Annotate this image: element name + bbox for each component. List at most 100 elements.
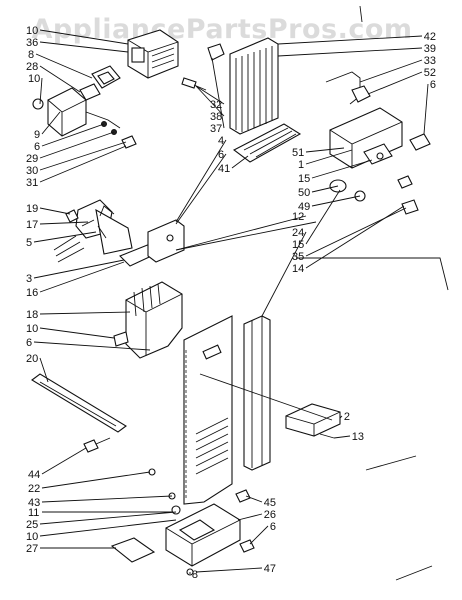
callout-left-19: 44 (28, 469, 40, 481)
leader-center-5 (231, 155, 249, 169)
leader-left-8 (39, 141, 127, 171)
callout-center-3: 4 (218, 135, 224, 147)
callout-right-2: 33 (424, 55, 436, 67)
trim-strip (31, 373, 127, 433)
callout-left-18: 20 (26, 353, 38, 365)
leader-right-3 (367, 71, 423, 95)
control-housing (127, 29, 179, 79)
callout-right-10: 47 (264, 563, 276, 575)
callout-left-16: 10 (26, 323, 38, 335)
callout-right-9: 6 (270, 521, 276, 533)
leader-center-11 (305, 147, 345, 153)
callout-left-7: 29 (26, 153, 38, 165)
leader-left-4 (39, 77, 43, 105)
leader-right-6 (333, 435, 351, 439)
leader-center-14 (311, 185, 339, 193)
leader-right-2 (359, 59, 423, 83)
callout-right-0: 42 (424, 31, 436, 43)
callout-left-20: 22 (28, 483, 40, 495)
fastener (235, 489, 251, 503)
leader-right-9 (249, 525, 269, 545)
leader-right-7 (245, 495, 263, 503)
leader-left-6 (41, 123, 105, 147)
leader-left-16 (39, 327, 115, 339)
callout-right-5: 2 (344, 411, 350, 423)
callout-left-5: 9 (34, 129, 40, 141)
leader-center-9 (305, 207, 407, 257)
leader-center-1 (195, 85, 225, 117)
callout-left-12: 5 (26, 237, 32, 249)
base-tray (165, 503, 241, 567)
reference-lines (175, 5, 449, 581)
leader-left-20 (41, 471, 151, 489)
callout-center-7: 24 (292, 227, 304, 239)
leader-right-0 (277, 35, 423, 45)
leader-left-12 (33, 231, 97, 243)
callout-left-10: 19 (26, 203, 38, 215)
back-panel (183, 315, 233, 505)
callout-center-4: 6 (218, 149, 224, 161)
callout-left-22: 11 (28, 507, 39, 519)
callout-right-11: 8 (192, 569, 198, 581)
leader-left-7 (39, 131, 115, 159)
callout-center-14: 50 (298, 187, 310, 199)
leader-right-10 (195, 567, 263, 573)
plate (79, 83, 101, 101)
callout-left-2: 8 (28, 49, 34, 61)
bracket (401, 199, 419, 215)
leader-center-10 (305, 205, 405, 269)
leader-right-8 (237, 513, 263, 521)
leader-center-13 (311, 159, 373, 179)
callout-left-21: 43 (28, 497, 40, 509)
evaporator-cover (229, 37, 279, 135)
gasket (91, 65, 121, 89)
leader-left-17 (33, 341, 151, 351)
callout-center-13: 15 (298, 173, 310, 185)
callout-right-4: 6 (430, 79, 436, 91)
divider-mullion (243, 315, 271, 471)
callout-left-4: 10 (28, 73, 40, 85)
screw (319, 433, 335, 439)
fan-bracket (147, 219, 185, 263)
heater-bracket (325, 71, 431, 189)
callout-left-24: 10 (26, 531, 38, 543)
callout-center-9: 35 (292, 251, 304, 263)
leader-right-1 (277, 47, 423, 57)
callout-left-17: 6 (26, 337, 32, 349)
callout-center-5: 41 (218, 163, 230, 175)
leader-lines (33, 29, 429, 574)
leader-left-19 (41, 447, 87, 475)
leader-left-9 (39, 145, 127, 183)
callout-right-7: 45 (264, 497, 276, 509)
leader-left-14 (39, 261, 125, 293)
callout-labels: 1036828109629303119175316181062044224311… (26, 25, 436, 581)
fastener (171, 505, 181, 515)
callout-right-8: 26 (264, 509, 276, 521)
leader-center-4 (175, 153, 227, 225)
callout-right-1: 39 (424, 43, 436, 55)
vent-grid (195, 417, 229, 475)
leader-left-5 (41, 111, 61, 135)
callout-left-14: 16 (26, 287, 38, 299)
callout-left-1: 36 (26, 37, 38, 49)
leader-center-3 (175, 139, 227, 223)
screw (83, 437, 111, 453)
leader-left-21 (41, 495, 173, 503)
callout-center-15: 49 (298, 201, 310, 213)
callout-center-12: 1 (298, 159, 304, 171)
callout-center-1: 38 (210, 111, 222, 123)
leader-left-10 (39, 207, 71, 215)
callout-center-8: 15 (292, 239, 304, 251)
callout-left-25: 27 (26, 543, 38, 555)
leader-left-13 (33, 259, 125, 279)
callout-left-6: 6 (34, 141, 40, 153)
leader-left-1 (39, 41, 129, 53)
leader-left-18 (39, 357, 49, 383)
air-duct (113, 281, 183, 359)
leader-center-15 (311, 195, 361, 207)
leader-center-8 (305, 189, 341, 245)
callout-left-15: 18 (26, 309, 38, 321)
leader-left-11 (39, 221, 89, 225)
